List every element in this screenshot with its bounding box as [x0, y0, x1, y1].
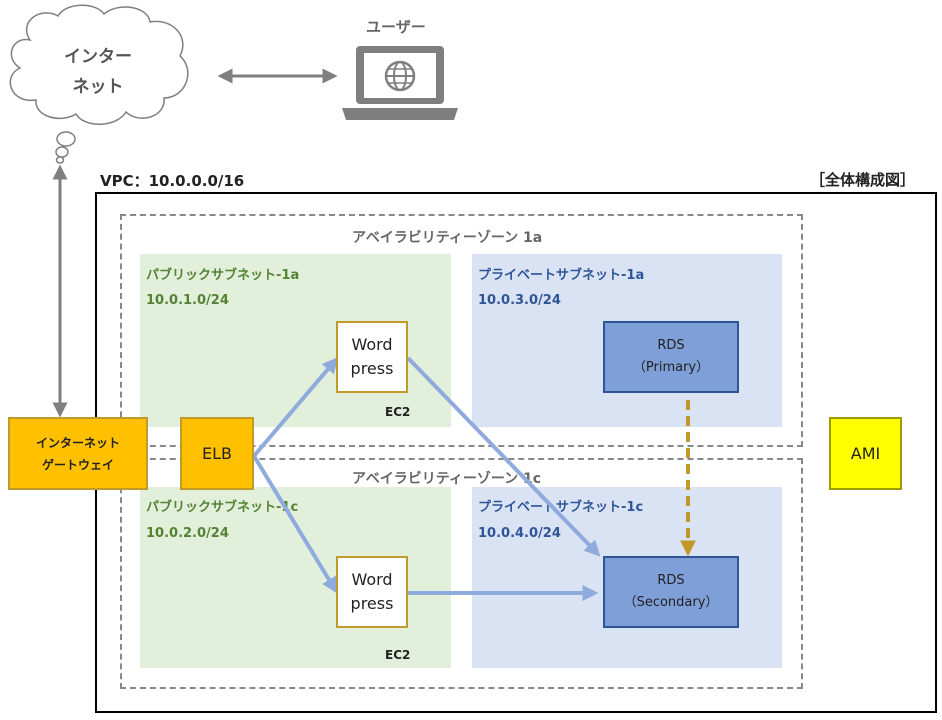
ami-label: AMI: [850, 444, 881, 463]
cloud-label-line2: ネット: [72, 77, 124, 97]
wordpress-ec2-1c: Word press: [336, 556, 408, 628]
wordpress-1c-tag: EC2: [385, 648, 411, 662]
rds-primary-line1: RDS: [657, 338, 685, 353]
elb-to-wordpress-1c-arrow: [252, 454, 338, 594]
rds-primary-line2: （Primary）: [632, 360, 710, 375]
wordpress-ec2-1a: Word press: [336, 321, 408, 393]
wordpress-1a-to-rds-secondary-arrow: [406, 356, 601, 557]
rds-secondary-line1: RDS: [657, 573, 685, 588]
wordpress-1a-line2: press: [350, 359, 394, 378]
cloud-label: インター ネット: [58, 42, 138, 102]
user-label: ユーザー: [366, 18, 426, 36]
private-subnet-1c-name: プライベートサブネット-1c: [478, 500, 644, 515]
elb-to-wordpress-1a-arrow: [252, 357, 339, 458]
internet-gateway-line1: インターネット: [35, 435, 120, 450]
internet-gateway: インターネット ゲートウェイ: [8, 417, 148, 490]
wordpress-1c-line2: press: [350, 594, 394, 613]
wordpress-1a-tag: EC2: [385, 405, 411, 419]
rds-secondary: RDS （Secondary）: [603, 556, 739, 628]
private-subnet-1a-cidr: 10.0.3.0/24: [478, 293, 561, 308]
private-subnet-1c-cidr: 10.0.4.0/24: [478, 526, 561, 541]
availability-zone-1a: [120, 214, 803, 447]
elb-box: ELB: [180, 417, 254, 490]
laptop-icon: [342, 46, 458, 120]
cloud-label-line1: インター: [64, 47, 132, 67]
availability-zone-1c-label: アベイラビリティーゾーン 1c: [352, 471, 542, 487]
availability-zone-1a-label: アベイラビリティーゾーン 1a: [352, 230, 543, 246]
rds-secondary-line2: （Secondary）: [623, 595, 719, 610]
elb-label: ELB: [202, 444, 232, 463]
rds-primary: RDS （Primary）: [603, 321, 739, 393]
wordpress-1a-line1: Word: [351, 335, 393, 354]
public-subnet-1c-cidr: 10.0.2.0/24: [146, 526, 229, 541]
public-subnet-1a-name: パブリックサブネット-1a: [146, 268, 300, 283]
public-subnet-1a-cidr: 10.0.1.0/24: [146, 293, 229, 308]
vpc-label: VPC：10.0.0.0/16: [100, 172, 245, 190]
cloud-icon: [9, 4, 189, 164]
wordpress-1c-line1: Word: [351, 570, 393, 589]
internet-gateway-line2: ゲートウェイ: [41, 457, 114, 472]
ami-box: AMI: [829, 417, 902, 490]
private-subnet-1a-name: プライベートサブネット-1a: [478, 268, 645, 283]
availability-zone-1c: [120, 458, 803, 689]
diagram-title: ［全体構成図］: [810, 171, 916, 189]
public-subnet-1c-name: パブリックサブネット-1c: [146, 500, 299, 515]
